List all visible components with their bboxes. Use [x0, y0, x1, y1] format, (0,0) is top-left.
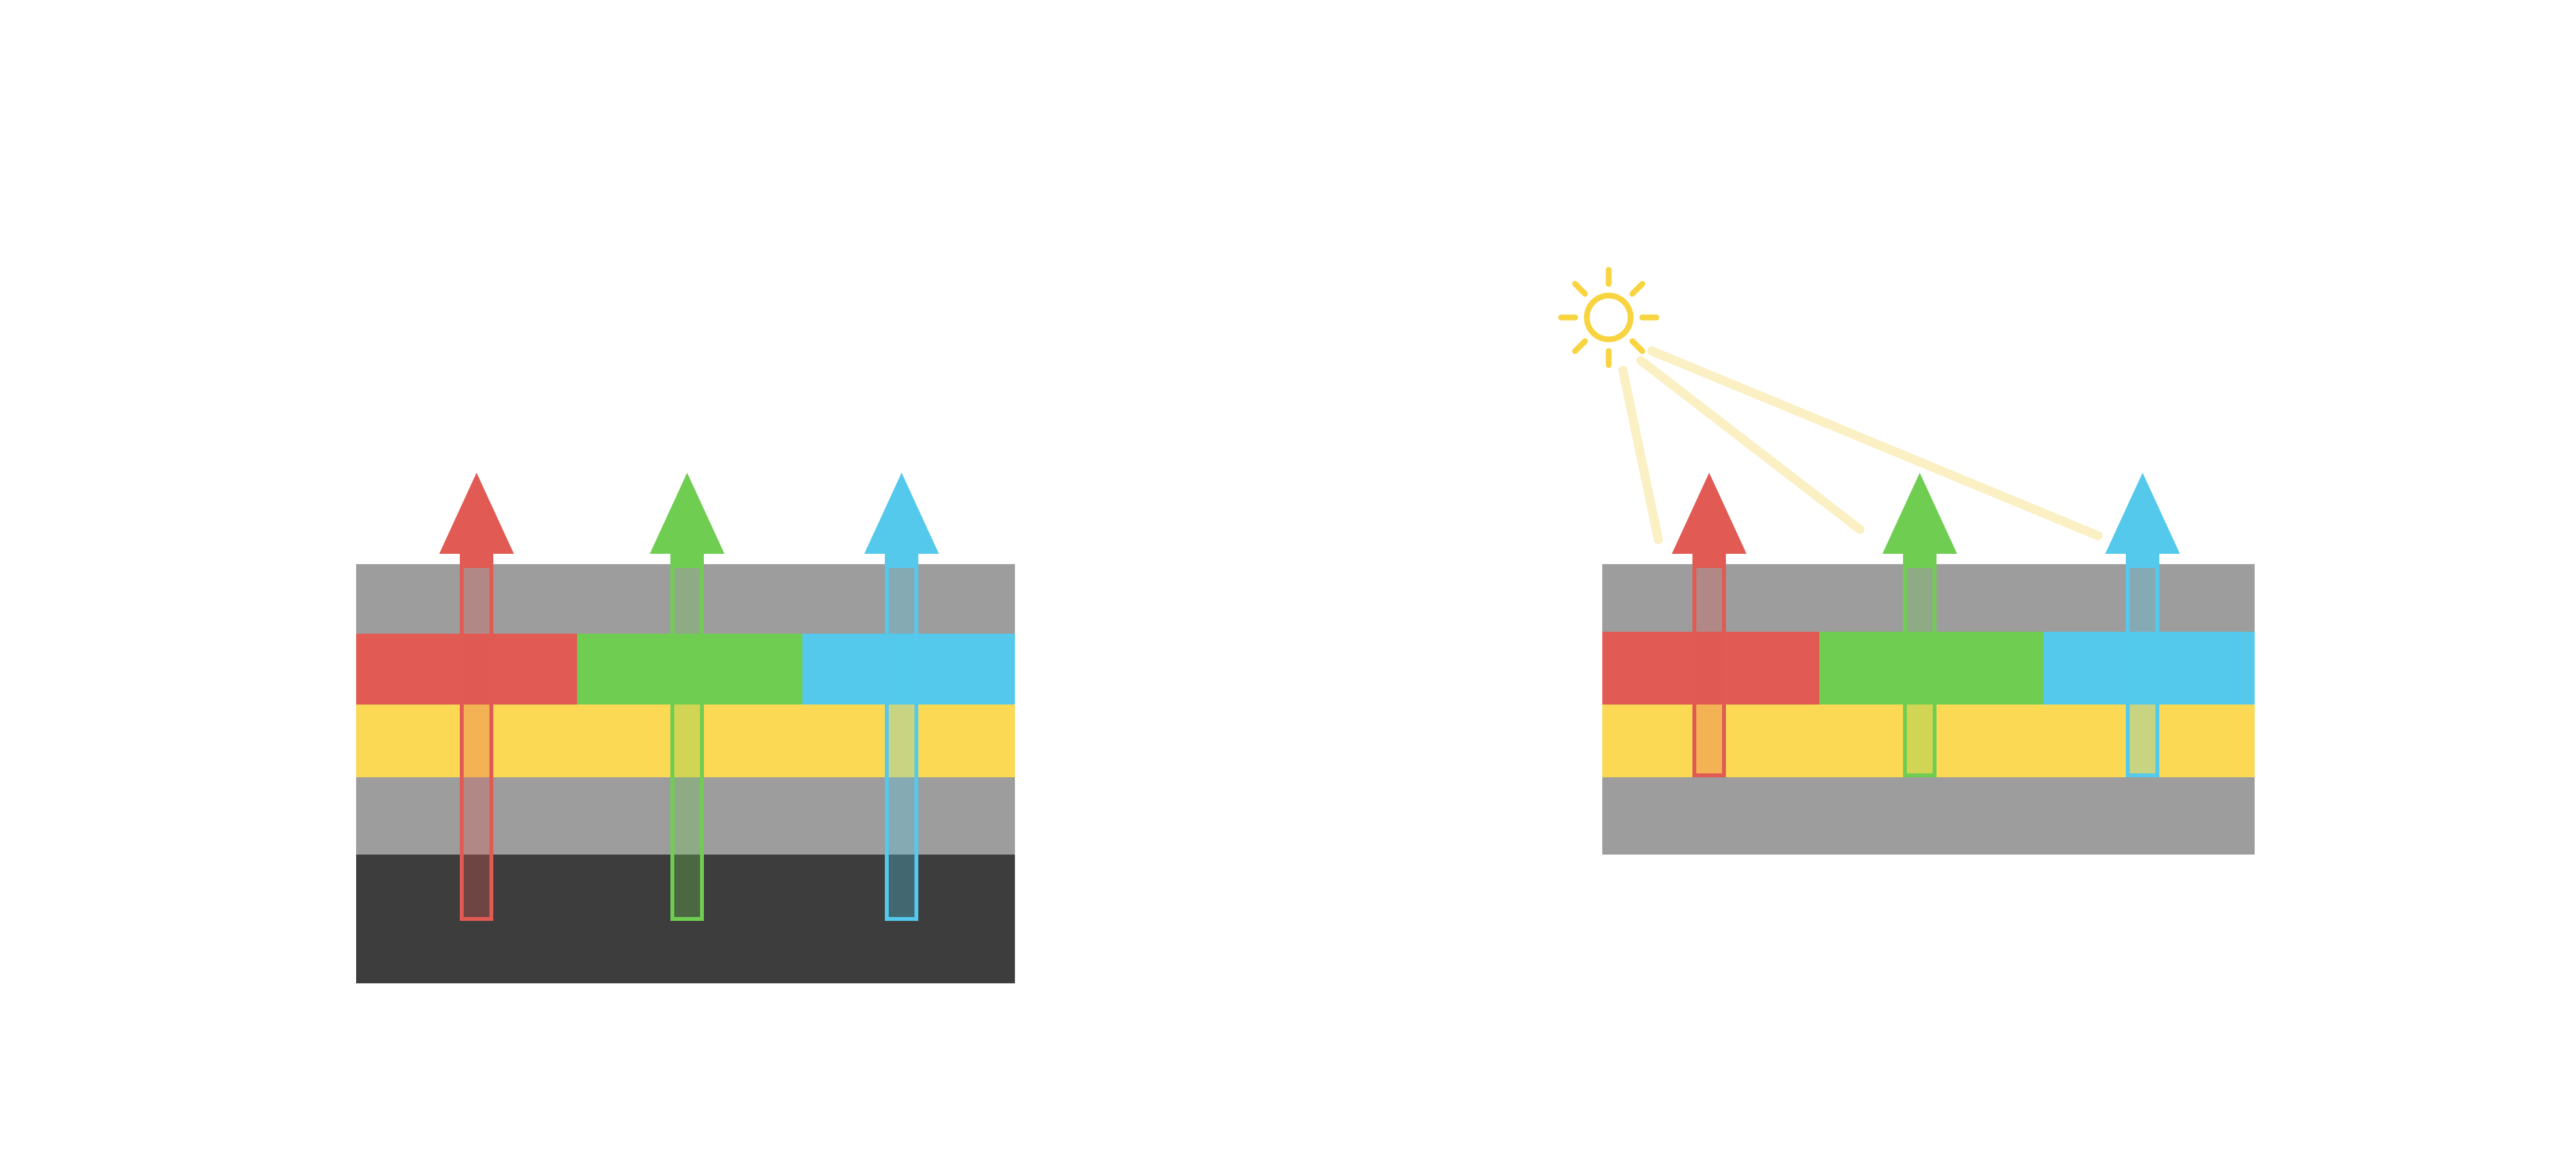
red-light-arrow-head	[439, 473, 514, 554]
green-subpixel	[577, 634, 802, 705]
sun-disc	[1584, 292, 1634, 343]
blue-light-arrow-neck	[2126, 551, 2159, 567]
sunlight-beam	[1636, 356, 1864, 534]
blue-subpixel	[802, 634, 1015, 705]
sun-ray	[1629, 281, 1645, 297]
backlit-display-stack	[356, 564, 1015, 983]
yellow-layer	[1602, 705, 2255, 777]
blue-light-arrow-head	[2105, 473, 2180, 554]
green-light-arrow-shaft	[1903, 564, 1937, 777]
sun-ray	[1572, 338, 1588, 354]
top-gray-layer	[356, 564, 1015, 634]
green-light-arrow-shaft	[670, 564, 704, 921]
blue-subpixel	[2043, 632, 2255, 705]
blue-light-arrow-head	[864, 473, 939, 554]
rgb-subpixel-layer	[356, 634, 1015, 705]
red-subpixel	[356, 634, 577, 705]
sun-ray	[1572, 281, 1588, 297]
red-light-arrow-neck	[1692, 551, 1726, 567]
blue-light-arrow-shaft	[885, 564, 918, 921]
top-gray-layer	[1602, 564, 2255, 632]
red-light-arrow-head	[1672, 473, 1747, 554]
sun-icon	[1558, 267, 1660, 368]
green-subpixel	[1819, 632, 2043, 705]
arrow-shaft-fill	[464, 568, 489, 917]
blue-light-arrow-neck	[885, 551, 918, 567]
arrow-shaft-fill	[1907, 568, 1933, 773]
red-light-arrow-shaft	[460, 564, 493, 921]
red-light-arrow-neck	[460, 551, 493, 567]
blue-light-arrow-shaft	[2126, 564, 2159, 777]
green-light-arrow-head	[1882, 473, 1957, 554]
green-light-arrow-neck	[1903, 551, 1937, 567]
sunlight-beam	[1647, 346, 2103, 540]
sunlit-display-stack	[1602, 564, 2255, 855]
green-light-arrow-head	[650, 473, 724, 554]
arrow-shaft-fill	[2130, 568, 2155, 773]
sunlight-beams	[1618, 346, 2103, 544]
sun-ray	[1629, 338, 1645, 354]
lower-gray-layer	[356, 777, 1015, 855]
sunlight-beam	[1618, 366, 1663, 544]
bottom-gray-layer	[1602, 777, 2255, 855]
green-light-arrow-neck	[670, 551, 704, 567]
arrow-shaft-fill	[1696, 568, 1722, 773]
red-light-arrow-shaft	[1692, 564, 1726, 777]
red-subpixel	[1602, 632, 1819, 705]
rgb-subpixel-layer	[1602, 632, 2255, 705]
yellow-layer	[356, 705, 1015, 777]
arrow-shaft-fill	[674, 568, 700, 917]
arrow-shaft-fill	[889, 568, 914, 917]
